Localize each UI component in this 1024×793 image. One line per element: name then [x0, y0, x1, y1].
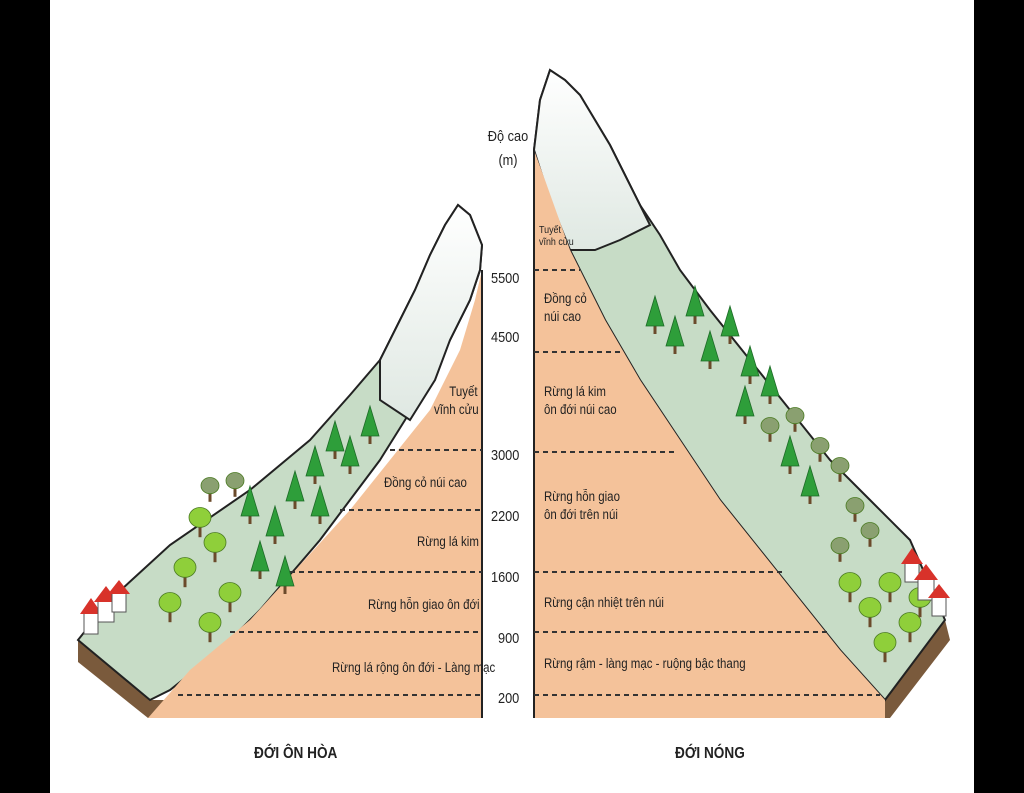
broadleaf-tree	[158, 592, 182, 623]
zone-label-line: ôn đới trên núi	[544, 507, 618, 522]
conifer-tree	[325, 419, 345, 459]
conifer-tree	[240, 484, 260, 524]
conifer-tree	[800, 464, 820, 504]
temperate-zone-snow-label: Tuyết vĩnh cửu	[434, 383, 479, 419]
conifer-tree	[740, 344, 760, 384]
conifer-tree	[700, 329, 720, 369]
broadleaf-tree	[830, 457, 850, 482]
broadleaf-tree	[200, 477, 220, 502]
broadleaf-tree	[830, 537, 850, 562]
conifer-tree	[360, 404, 380, 444]
tropical-cross-section	[534, 150, 885, 718]
tropical-zone-snow-label: Tuyết vĩnh cửu	[539, 224, 574, 248]
conifer-tree	[250, 539, 270, 579]
altitude-axis-title-line2: (m)	[498, 152, 518, 169]
conifer-tree	[760, 364, 780, 404]
broadleaf-tree	[845, 497, 865, 522]
conifer-tree	[340, 434, 360, 474]
conifer-tree	[685, 284, 705, 324]
altitude-tick: 900	[498, 630, 520, 647]
broadleaf-tree	[188, 507, 212, 538]
tropical-caption: ĐỚI NÓNG	[675, 745, 745, 762]
zone-label-line: vĩnh cửu	[539, 236, 574, 248]
altitude-tick: 3000	[491, 447, 520, 464]
temperate-mountain	[76, 203, 484, 718]
temperate-cross-section	[148, 270, 482, 718]
temperate-zone-meadow-label: Đồng cỏ núi cao	[384, 475, 467, 490]
temperate-houses	[80, 580, 130, 635]
broadleaf-tree	[860, 522, 880, 547]
tropical-zone-meadow-label: Đồng cỏ núi cao	[544, 290, 587, 326]
zone-label-line: Tuyết	[449, 384, 478, 399]
broadleaf-tree	[838, 572, 862, 603]
temperate-zone-lines	[178, 449, 482, 696]
broadleaf-tree	[218, 582, 242, 613]
temperate-caption: ĐỚI ÔN HÒA	[254, 745, 338, 762]
temperate-zone-mixed-label: Rừng hỗn giao ôn đới	[368, 597, 480, 612]
conifer-tree	[735, 384, 755, 424]
broadleaf-tree	[785, 407, 805, 432]
tropical-snow	[532, 68, 652, 251]
tropical-zone-lines	[534, 269, 880, 696]
zone-label-line: Tuyết	[539, 224, 561, 236]
tropical-zone-mixed-label: Rừng hỗn giao ôn đới trên núi	[544, 488, 620, 524]
broadleaf-tree	[760, 417, 780, 442]
conifer-tree	[780, 434, 800, 474]
temperate-zone-conifer-label: Rừng lá kim	[417, 534, 479, 549]
broadleaf-tree	[173, 557, 197, 588]
broadleaf-tree	[198, 612, 222, 643]
zone-label-line: ôn đới núi cao	[544, 402, 617, 417]
zone-label-line: Rừng lá kim	[544, 384, 606, 399]
diagram-canvas: Độ cao (m) 5500 4500 3000 2200 1600 900 …	[50, 0, 974, 793]
conifer-tree	[285, 469, 305, 509]
tropical-zone-conifer-label: Rừng lá kim ôn đới núi cao	[544, 383, 617, 419]
altitude-axis-title-line1: Độ cao	[487, 128, 529, 145]
conifer-tree	[665, 314, 685, 354]
temperate-zone-broadleaf-label: Rừng lá rộng ôn đới - Làng mạc	[332, 660, 496, 675]
altitude-axis-title: Độ cao (m)	[474, 125, 542, 173]
conifer-tree	[305, 444, 325, 484]
broadleaf-tree	[898, 612, 922, 643]
broadleaf-tree	[878, 572, 902, 603]
broadleaf-tree	[873, 632, 897, 663]
tropical-houses	[901, 548, 950, 617]
zone-label-line: vĩnh cửu	[434, 402, 479, 417]
altitude-tick: 1600	[491, 569, 520, 586]
zone-label-line: Rừng hỗn giao	[544, 489, 620, 504]
tropical-zone-rainforest-label: Rừng rậm - làng mạc - ruộng bậc thang	[544, 656, 746, 671]
tropical-zone-subtropical-label: Rừng cận nhiệt trên núi	[544, 595, 664, 610]
mountain-illustration	[76, 68, 950, 718]
broadleaf-tree	[225, 472, 245, 497]
conifer-tree	[645, 294, 665, 334]
altitude-tick: 5500	[491, 270, 520, 287]
conifer-tree	[265, 504, 285, 544]
zone-label-line: Đồng cỏ	[544, 291, 587, 306]
temperate-vegetation	[158, 404, 380, 643]
altitude-tick: 2200	[491, 508, 520, 525]
conifer-tree	[275, 554, 295, 594]
conifer-tree	[720, 304, 740, 344]
conifer-tree	[310, 484, 330, 524]
broadleaf-tree	[858, 597, 882, 628]
broadleaf-tree	[203, 532, 227, 563]
broadleaf-tree	[810, 437, 830, 462]
temperate-snow	[379, 203, 484, 422]
zone-label-line: núi cao	[544, 309, 582, 324]
altitude-tick: 200	[498, 690, 520, 707]
altitude-tick: 4500	[491, 329, 520, 346]
